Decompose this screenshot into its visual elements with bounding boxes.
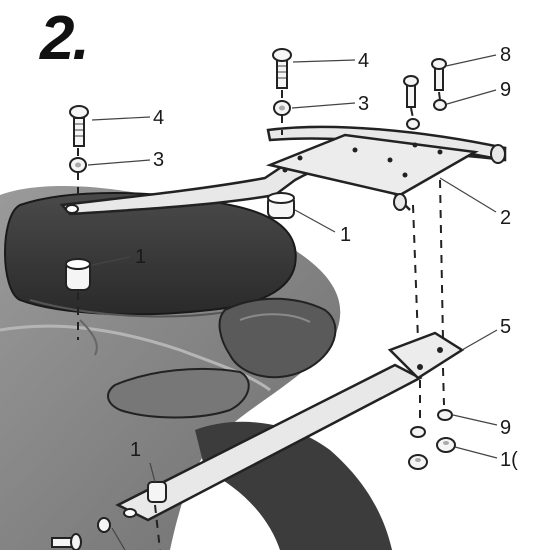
callout-spacer-rear: 1: [340, 224, 352, 246]
spacer-rear: [267, 192, 295, 219]
callout-spacer-lower: 1: [130, 439, 142, 461]
callout-washer-center: 3: [358, 93, 370, 115]
callout-bolt-right: 8: [500, 44, 512, 66]
callout-washer-right: 9: [500, 79, 512, 101]
washer-lower-left: [410, 426, 426, 438]
scooter-seat: [4, 192, 297, 318]
washer-right-1: [406, 118, 420, 130]
callout-nut-lower: 1(: [500, 449, 518, 471]
bolt-right-1: [403, 75, 419, 108]
bolt-left: [69, 105, 89, 147]
bolt-center: [272, 48, 292, 89]
tail-light: [107, 297, 337, 419]
washer-lower-right: [437, 409, 453, 421]
callout-washer-left: 3: [153, 149, 165, 171]
callout-rack: 2: [500, 207, 512, 229]
alignment-lines: [77, 90, 445, 550]
callout-bolt-center: 4: [358, 50, 370, 72]
callout-spacer-front: 1: [135, 246, 147, 268]
leader-lines: [87, 54, 498, 550]
callout-washer-lower: 9: [500, 417, 512, 439]
lower-mounting-bar: [115, 331, 465, 522]
spacer-lower: [147, 481, 167, 503]
washer-left: [69, 157, 87, 173]
washer-center: [273, 100, 291, 116]
step-number: 2.: [40, 4, 90, 73]
washer-bottom-left: [97, 517, 111, 533]
nut-lower-right: [436, 437, 456, 453]
nut-lower-left: [408, 454, 428, 470]
callout-lower-bar: 5: [500, 316, 512, 338]
bolt-right-2: [431, 58, 447, 91]
spacer-front: [65, 258, 91, 291]
washer-right-2: [433, 99, 447, 111]
callout-bolt-left: 4: [153, 107, 165, 129]
bolt-bottom-left: [51, 533, 82, 550]
rear-rack: [59, 125, 507, 216]
